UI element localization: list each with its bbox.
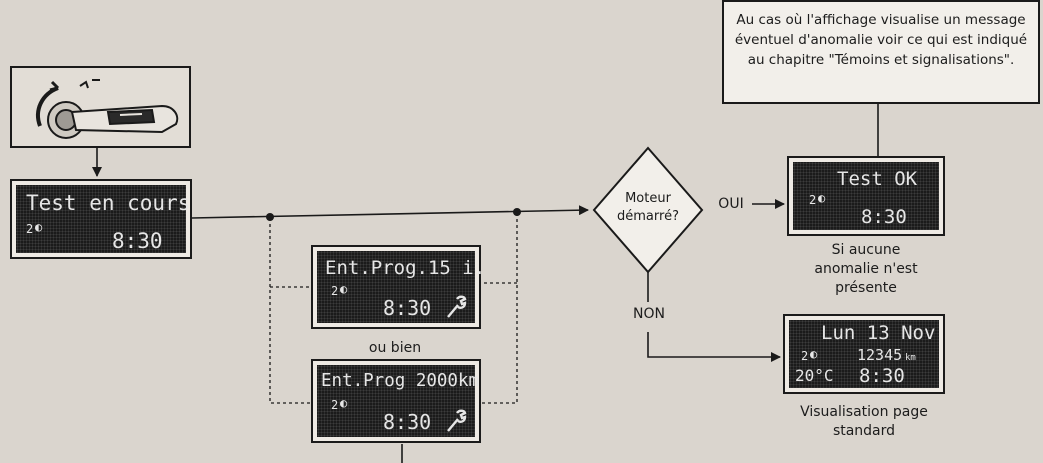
temp-icon: ◐ <box>340 283 347 295</box>
label-non: NON <box>624 305 674 324</box>
main-flow-line <box>192 210 588 218</box>
screen-time: 8:30 <box>383 298 431 318</box>
screen-text-line1: Ent.Prog 2000km <box>321 373 479 391</box>
screen-temp: 2 <box>801 350 808 362</box>
screen-time: 8:30 <box>859 367 905 386</box>
junction-dot-right <box>513 208 521 216</box>
anomaly-note: Au cas où l'affichage visualise un messa… <box>722 0 1040 104</box>
arrow-non <box>648 332 780 357</box>
label-oui: OUI <box>711 195 751 214</box>
screen-time: 8:30 <box>383 412 431 432</box>
screen-ext-temp: 20°C <box>795 368 834 384</box>
temp-icon: ◐ <box>818 192 825 204</box>
screen-text-line1: Test en cours <box>26 193 190 214</box>
screen-temp: 2 <box>331 285 338 297</box>
screen-text-line1: Test OK <box>837 170 917 189</box>
label-ou-bien: ou bien <box>340 339 450 358</box>
ignition-box <box>10 66 191 148</box>
screen-temp: 2 <box>809 194 816 206</box>
screen-temp: 2 <box>26 223 33 235</box>
temp-icon: ◐ <box>340 397 347 409</box>
dotted-branch-left <box>270 218 311 403</box>
screen-maintenance-km: Ent.Prog 2000km 2 ◐ 8:30 <box>313 361 479 441</box>
screen-standard: Lun 13 Nov 2 ◐ 12345 km 20°C 8:30 <box>785 316 943 392</box>
screen-test-en-cours: Test en cours 2 ◐ 8:30 <box>12 181 190 257</box>
screen-time: 8:30 <box>112 231 163 252</box>
decision-moteur-demarre: Moteur démarré? <box>592 146 704 274</box>
caption-test-ok: Si aucune anomalie n'est présente <box>798 241 934 298</box>
temp-icon: ◐ <box>810 348 817 360</box>
screen-text-line1: Ent.Prog.15 i. <box>325 259 485 278</box>
screen-temp: 2 <box>331 399 338 411</box>
ignition-key-icon <box>12 68 189 146</box>
dotted-branch-right <box>481 213 517 403</box>
screen-time: 8:30 <box>861 208 907 227</box>
caption-standard: Visualisation page standard <box>800 403 928 441</box>
temp-icon: ◐ <box>35 221 42 233</box>
junction-dot-left <box>266 213 274 221</box>
decision-text: Moteur démarré? <box>616 190 680 226</box>
screen-maintenance-days: Ent.Prog.15 i. 2 ◐ 8:30 <box>313 247 479 327</box>
screen-text-line1: Lun 13 Nov <box>821 324 935 343</box>
wrench-icon <box>445 295 467 319</box>
wrench-icon <box>445 409 467 433</box>
screen-odometer-unit: km <box>905 354 916 363</box>
screen-test-ok: Test OK 2 ◐ 8:30 <box>789 158 943 234</box>
screen-odometer: 12345 <box>857 348 902 363</box>
